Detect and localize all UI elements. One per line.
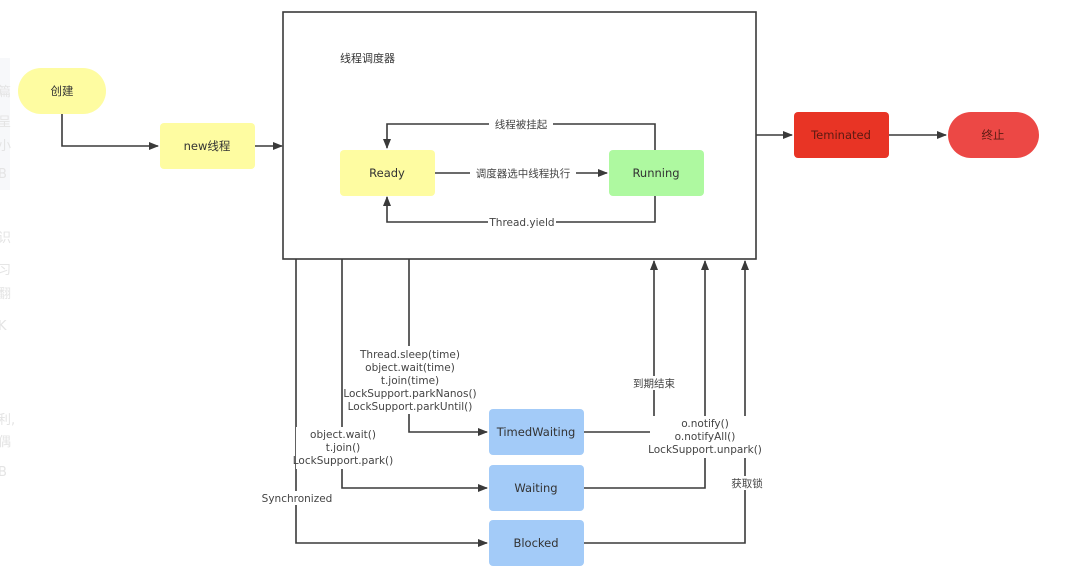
background-text: 翻 xyxy=(0,287,11,302)
label-notify-method: o.notify() xyxy=(681,418,729,430)
node-create-label: 创建 xyxy=(51,84,74,98)
background-text: 识 xyxy=(0,231,11,246)
edge-create-to-new xyxy=(61,114,159,150)
node-ready-label: Ready xyxy=(369,166,405,180)
node-end[interactable] xyxy=(948,112,1039,158)
background-text: B xyxy=(0,167,7,182)
edge-notify xyxy=(584,260,709,489)
node-ready[interactable] xyxy=(340,150,435,196)
label-schedule: 调度器选中线程执行 xyxy=(476,167,571,180)
background-text: 利, xyxy=(0,413,15,428)
background-text: B xyxy=(0,465,7,480)
node-running[interactable] xyxy=(609,150,704,196)
label-notify-method: LockSupport.unpark() xyxy=(648,444,762,456)
node-terminated[interactable] xyxy=(794,112,889,158)
node-blocked-label: Blocked xyxy=(513,536,558,550)
background-page-residue: 篇 呈 小 B 识 习 翻 K 利, 偶 B xyxy=(0,58,15,480)
background-panel xyxy=(0,58,10,190)
node-new-thread[interactable] xyxy=(160,123,255,169)
background-text: 偶 xyxy=(0,435,11,450)
label-timed-method: LockSupport.parkUntil() xyxy=(348,401,473,413)
node-timed-waiting[interactable] xyxy=(489,409,584,455)
node-running-label: Running xyxy=(632,166,679,180)
node-end-label: 终止 xyxy=(982,128,1005,142)
nodes: 创建 new线程 Ready Running Teminated 终止 Time… xyxy=(18,68,1039,566)
background-text: 呈 xyxy=(0,115,11,130)
edge-to-blocked xyxy=(295,259,488,547)
label-wait-method: object.wait() xyxy=(310,429,376,441)
label-timeout: 到期结束 xyxy=(633,377,675,390)
edge-labels: 线程被挂起 调度器选中线程执行 Thread.yield Thread.slee… xyxy=(260,117,766,505)
background-text: 篇 xyxy=(0,85,11,100)
edge-timeout xyxy=(584,260,658,433)
label-acquire-lock: 获取锁 xyxy=(731,477,763,490)
label-timed-method: Thread.sleep(time) xyxy=(359,349,460,361)
background-text: K xyxy=(0,319,7,334)
node-blocked[interactable] xyxy=(489,520,584,566)
edge-acquire-lock xyxy=(584,260,749,544)
label-suspend: 线程被挂起 xyxy=(495,118,548,131)
edge-to-waiting xyxy=(341,259,488,492)
node-waiting-label: Waiting xyxy=(514,481,557,495)
label-notify-method: o.notifyAll() xyxy=(675,431,736,443)
edge-to-timed-waiting xyxy=(408,259,488,436)
label-timed-method: object.wait(time) xyxy=(365,362,455,374)
node-new-thread-label: new线程 xyxy=(184,139,231,153)
background-text: 小 xyxy=(0,139,11,154)
node-timed-waiting-label: TimedWaiting xyxy=(496,425,576,439)
node-terminated-label: Teminated xyxy=(810,128,871,142)
label-yield: Thread.yield xyxy=(488,217,554,229)
background-text: 习 xyxy=(0,263,11,278)
node-waiting[interactable] xyxy=(489,465,584,511)
label-timed-method: t.join(time) xyxy=(381,375,439,387)
label-wait-method: t.join() xyxy=(326,442,361,454)
scheduler-label: 线程调度器 xyxy=(340,51,395,65)
label-timed-method: LockSupport.parkNanos() xyxy=(343,388,476,400)
label-wait-method: LockSupport.park() xyxy=(293,455,393,467)
node-create[interactable] xyxy=(18,68,106,114)
label-synchronized: Synchronized xyxy=(262,493,333,505)
